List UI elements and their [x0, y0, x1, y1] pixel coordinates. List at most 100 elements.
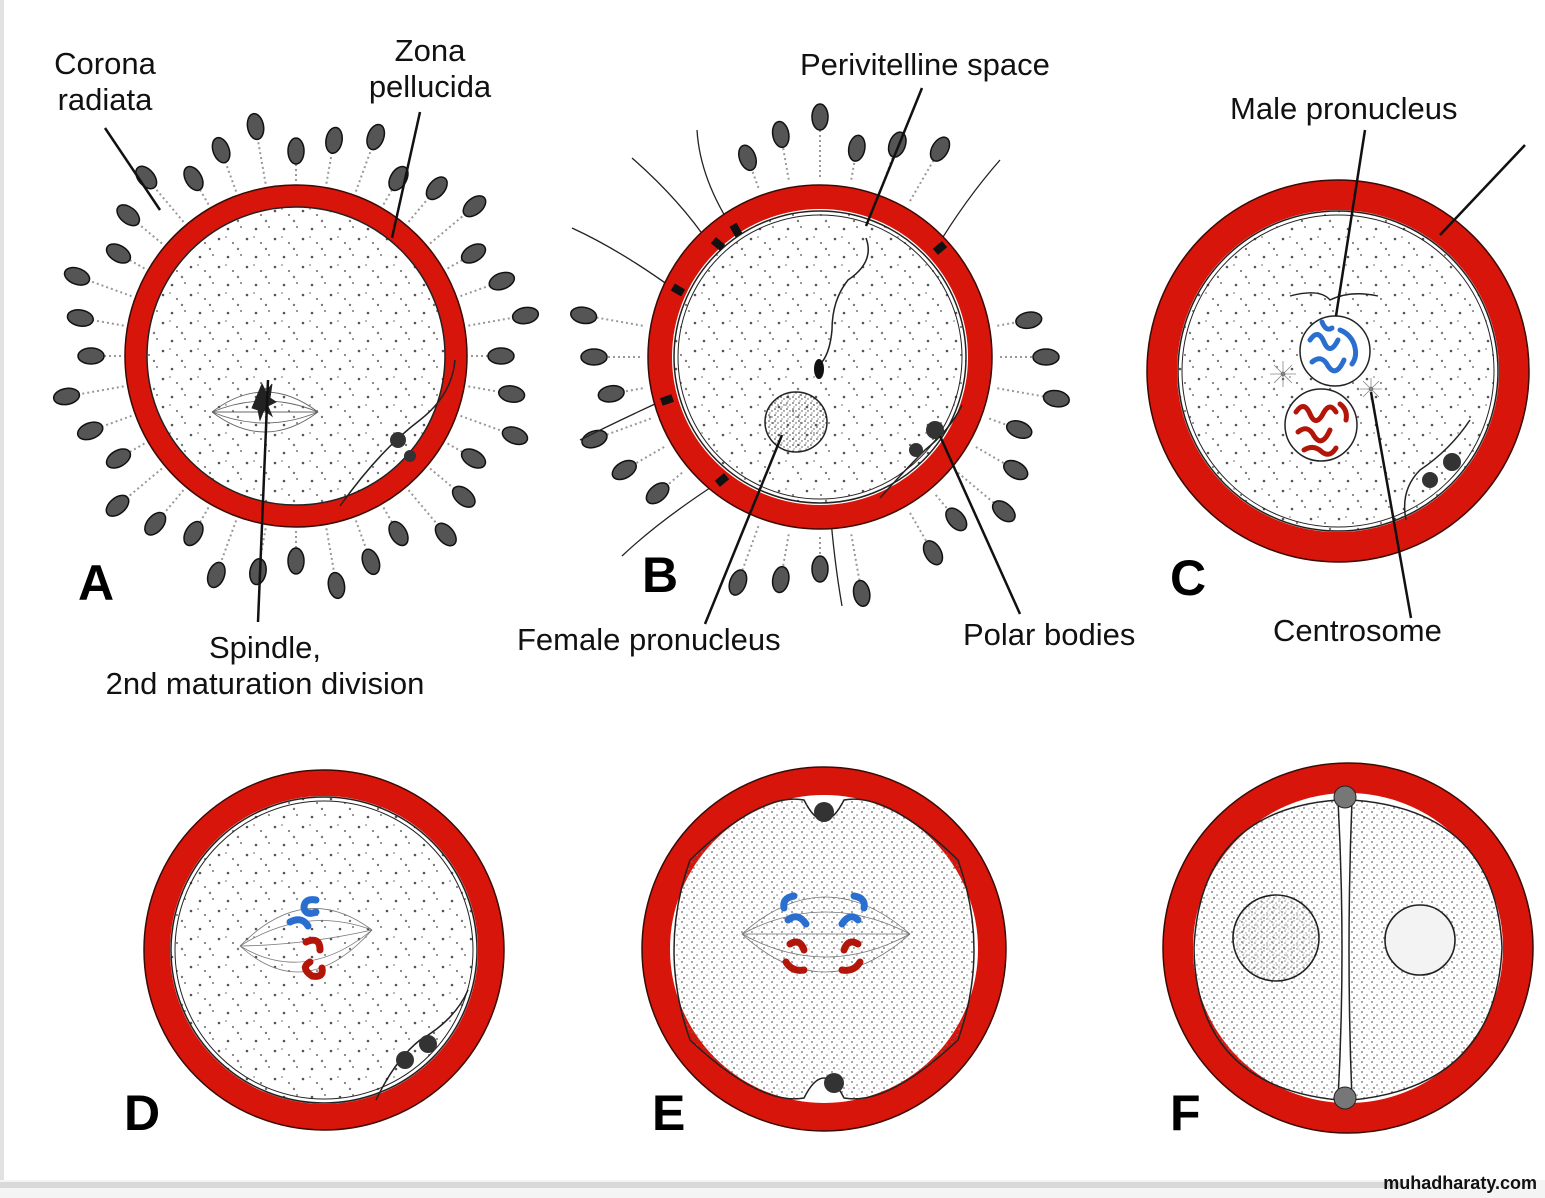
label-centrosome: Centrosome	[1273, 613, 1442, 648]
corona-cell	[1032, 348, 1060, 366]
frame-left-border	[0, 0, 4, 1180]
penetration-marks	[659, 222, 948, 487]
corona-cell	[945, 507, 968, 532]
corona-cell	[52, 387, 81, 406]
corona-cell	[451, 485, 476, 508]
zona-pellucida-ring	[125, 185, 467, 527]
label-zona-pellucida-line1: Zona	[394, 33, 466, 68]
zona-pellucida-ring	[1147, 180, 1529, 562]
chromosomes-paternal	[780, 892, 868, 928]
corona-cell	[929, 136, 951, 162]
corona-cell	[66, 309, 94, 327]
corona-cell	[611, 459, 637, 481]
leader-centrosome	[1369, 391, 1413, 619]
leader-perivitelline-space	[864, 87, 924, 227]
sperm-tail-remnant	[1289, 292, 1379, 301]
corona-radiata-cells	[570, 103, 1070, 607]
corona-cell	[206, 561, 226, 589]
oocyte-cytoplasm	[146, 206, 446, 506]
corona-cell	[1003, 459, 1029, 481]
sperm-tail-inside	[821, 237, 869, 363]
label-perivitelline-space: Perivitelline space	[800, 47, 1050, 82]
panel-e-anaphase	[641, 766, 1007, 1132]
corona-cell	[249, 558, 267, 586]
corona-cell	[144, 511, 167, 536]
corona-cell	[287, 547, 305, 575]
corona-cell	[487, 347, 515, 365]
panel-f-two-cell	[1162, 762, 1534, 1134]
centrosomes	[1270, 361, 1382, 400]
label-corona-radiata-line2: radiata	[57, 82, 153, 117]
corona-cell	[847, 134, 866, 162]
corona-cell	[105, 448, 132, 469]
polar-bodies	[909, 421, 944, 457]
corona-cell	[811, 103, 829, 131]
female-pronucleus	[764, 391, 828, 453]
panel-c-zygote	[1146, 179, 1530, 563]
corona-cell	[922, 540, 944, 566]
oocyte-cytoplasm	[673, 210, 967, 504]
corona-cell	[425, 176, 448, 201]
nucleus-left	[1232, 894, 1320, 982]
label-zona-pellucida: Zona pellucida	[355, 33, 505, 105]
label-corona-radiata: Corona radiata	[40, 46, 170, 118]
sperm-head	[814, 359, 824, 379]
corona-cell	[76, 421, 104, 441]
polar-body-spindle	[390, 432, 416, 462]
corona-cell	[581, 429, 608, 449]
corona-cell	[771, 565, 790, 594]
corona-cell	[511, 306, 540, 325]
label-spindle-line2: 2nd maturation division	[105, 666, 425, 701]
female-pronucleus-chromatin	[1293, 401, 1349, 457]
label-male-pronucleus: Male pronucleus	[1230, 91, 1458, 126]
corona-cell	[501, 426, 529, 446]
corona-cell	[287, 137, 305, 165]
corona-cell	[460, 448, 487, 469]
zona-pellucida-ring	[1163, 763, 1533, 1133]
corona-cell	[580, 348, 608, 366]
corona-cell	[771, 120, 790, 149]
zona-pellucida-ring	[144, 770, 504, 1130]
frame-bottom-scroll-track	[0, 1182, 1400, 1188]
panel-letter-e: E	[652, 1085, 686, 1141]
corona-cell	[811, 555, 829, 583]
panel-a-oocyte	[52, 112, 540, 600]
corona-cell	[887, 131, 907, 158]
panel-b-oocyte	[570, 103, 1070, 607]
corona-cell	[327, 571, 346, 600]
zygote-cytoplasm	[170, 796, 478, 1104]
corona-cell-process	[957, 471, 1005, 513]
label-corona-radiata-line1: Corona	[54, 46, 156, 81]
dividing-cytoplasm	[673, 798, 975, 1100]
polar-bodies	[1422, 453, 1461, 488]
corona-cell	[488, 271, 516, 291]
mitotic-spindle	[741, 896, 911, 973]
chromosomes-maternal	[782, 938, 864, 974]
corona-cell	[366, 123, 386, 151]
corona-cell	[1005, 420, 1033, 439]
corona-cell	[105, 243, 132, 264]
corona-cell	[462, 195, 487, 218]
label-zona-pellucida-line2: pellucida	[368, 69, 492, 104]
leader-polar-bodies	[938, 435, 1022, 615]
label-female-pronucleus: Female pronucleus	[517, 622, 781, 657]
corona-cell	[116, 204, 141, 227]
corona-cell	[361, 548, 381, 576]
chromosomes-maternal	[302, 936, 326, 980]
polar-body-bottom	[1333, 1086, 1357, 1110]
nucleus-right	[1384, 904, 1456, 976]
label-spindle-line1: Spindle,	[208, 630, 322, 665]
panel-letter-f: F	[1170, 1085, 1201, 1141]
leader-corona-radiata	[103, 127, 162, 211]
corona-cell	[183, 520, 204, 547]
corona-cell	[991, 500, 1016, 523]
corona-cell	[460, 243, 487, 264]
corona-radiata-cells	[52, 112, 540, 600]
watermark: muhadharaty.com	[1383, 1173, 1537, 1193]
male-pronucleus-shape	[1299, 315, 1371, 387]
corona-cell	[728, 569, 748, 596]
corona-cell	[325, 126, 343, 154]
chromosomes-paternal	[286, 896, 320, 930]
zona-pellucida-ring	[642, 767, 1006, 1131]
